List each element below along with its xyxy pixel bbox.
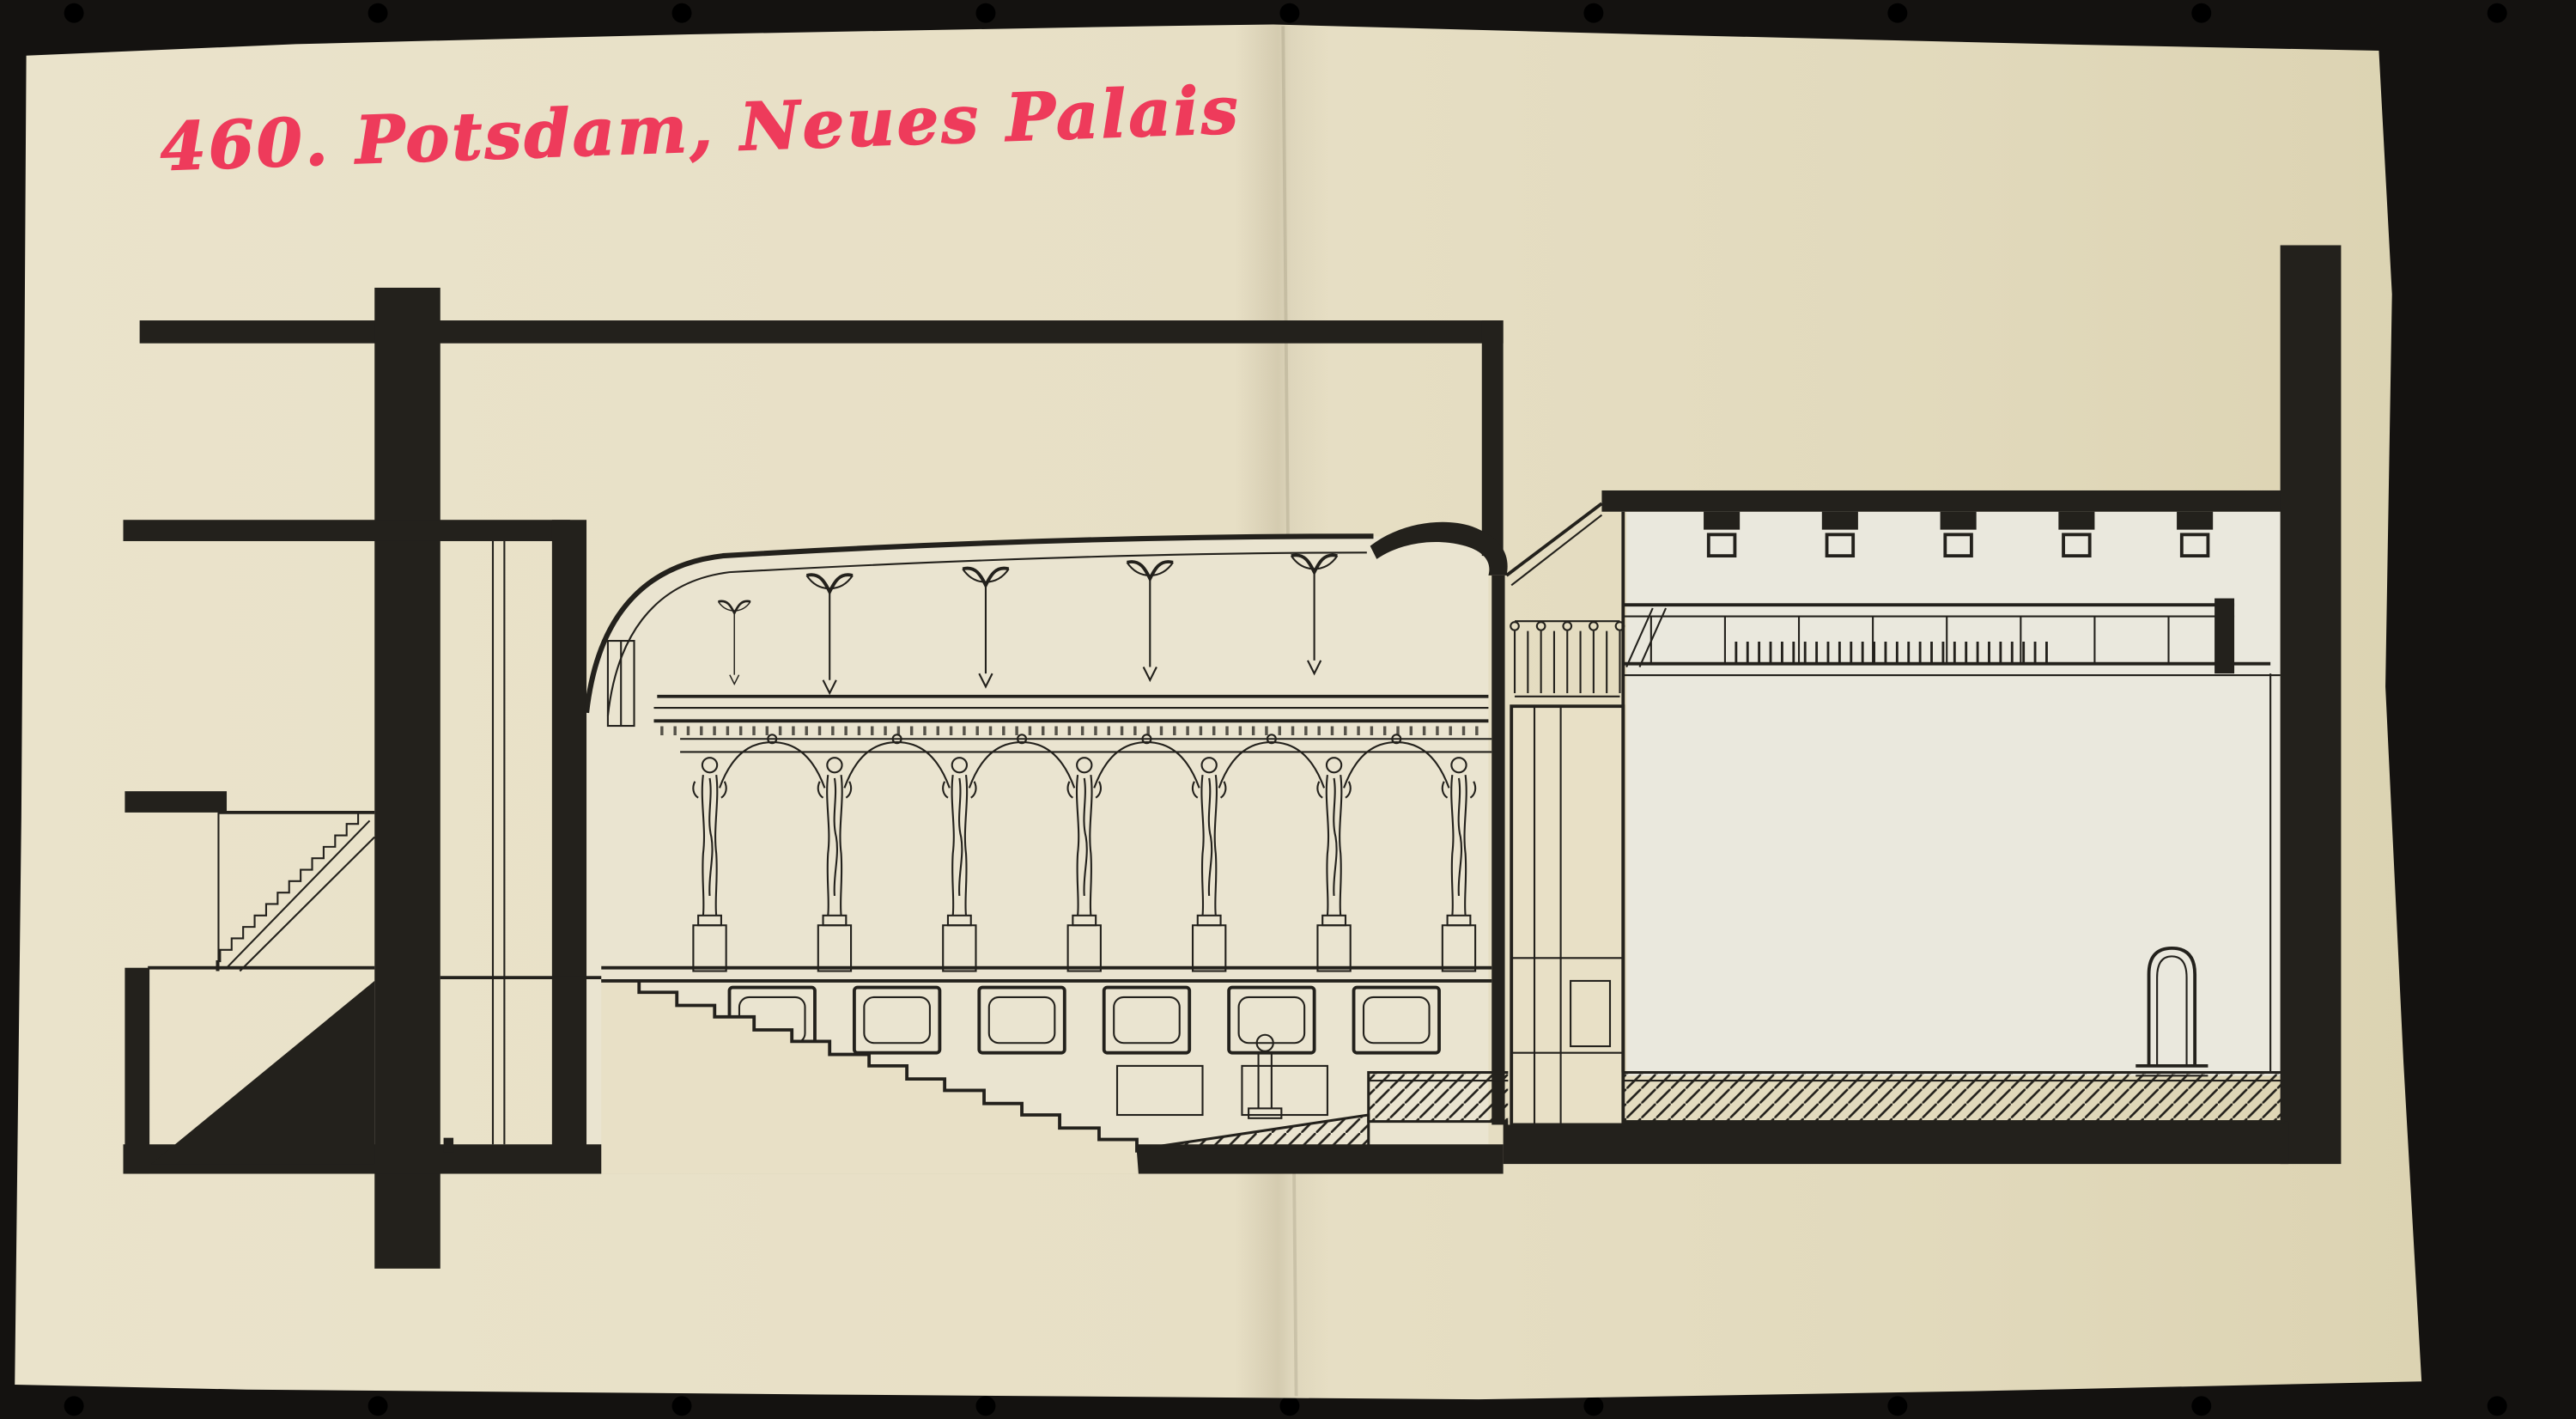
proscenium <box>1370 502 1625 1127</box>
balcony-panels <box>727 985 1441 1117</box>
left-staircase <box>148 811 375 972</box>
orchestra-ramp <box>1150 1113 1370 1149</box>
proscenium-thin-wall <box>1492 575 1505 1125</box>
sprocket-holes-bottom <box>64 1396 2507 1416</box>
fly-gallery <box>1623 598 2281 677</box>
right-stage-wall <box>2280 245 2342 1165</box>
proscenium-upper-wall <box>1481 320 1504 557</box>
arch-crown-ornaments <box>767 734 1402 745</box>
left-outer-wall <box>125 967 150 1174</box>
stage-top-beam <box>1601 490 2293 512</box>
proscenium-scroll <box>1370 521 1508 576</box>
proscenium-pier <box>1508 704 1625 1127</box>
stair-foundation-poche <box>151 980 375 1165</box>
small-mark <box>443 1137 454 1153</box>
stage-door <box>2136 946 2208 1077</box>
top-beam <box>139 320 1504 344</box>
left-pier <box>374 287 440 1269</box>
stage-interior-tone <box>1626 511 2281 1076</box>
corridor-lines <box>440 540 602 1145</box>
left-mid-beam <box>123 520 570 541</box>
stage-floor-beam <box>1503 1121 2289 1165</box>
hall-ceiling <box>583 533 1374 716</box>
architectural-section <box>123 245 2342 1269</box>
left-landing-beam <box>125 791 228 813</box>
gallery-rails <box>601 965 1492 983</box>
hall-left-wall <box>551 520 587 1148</box>
hall-interior-tone <box>586 536 1489 1145</box>
sprocket-holes-top <box>64 3 2507 23</box>
stage-house <box>1621 509 2281 1077</box>
newel-post <box>1248 1033 1283 1119</box>
hall-cornice <box>653 694 1492 753</box>
wall-niche <box>606 640 635 728</box>
gallery-arcade <box>719 734 1450 789</box>
auditorium-stairs <box>601 979 1139 1174</box>
proscenium-balusters <box>1510 620 1625 697</box>
